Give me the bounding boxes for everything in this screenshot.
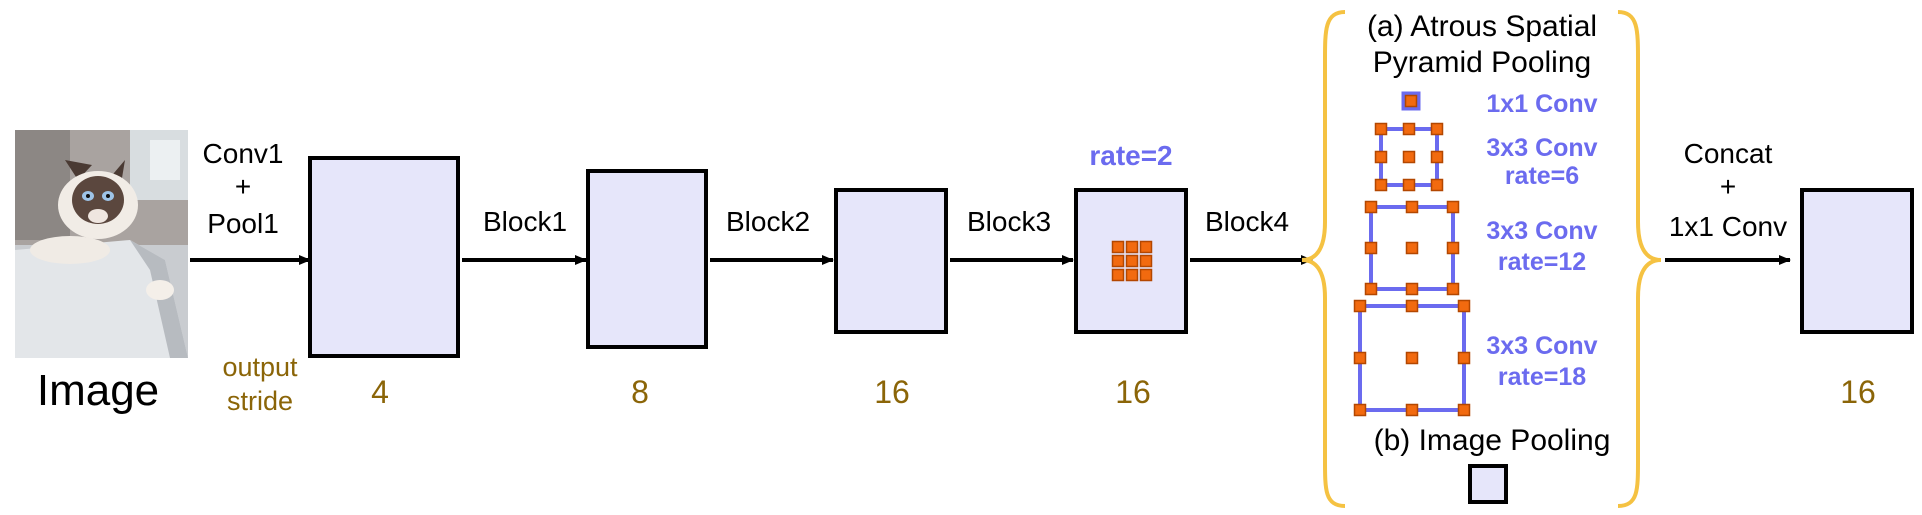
block3-label: Block3 xyxy=(967,206,1051,237)
kernel-tap xyxy=(1405,200,1419,214)
kernel-tap xyxy=(1139,240,1153,254)
stride-value-16-a: 16 xyxy=(874,374,910,410)
kernel-tap xyxy=(1402,178,1416,192)
photo-of-cat-icon xyxy=(15,130,188,358)
aspp-branch-rate18-label-line1: 3x3 Conv xyxy=(1486,332,1597,360)
kernel-tap xyxy=(1364,241,1378,255)
kernel-tap xyxy=(1402,150,1416,164)
stride-value-4: 4 xyxy=(371,374,389,410)
block4-label: Block4 xyxy=(1205,206,1289,237)
aspp-left-brace xyxy=(1301,10,1346,508)
kernel-tap xyxy=(1446,200,1460,214)
conv1-label-line3: Pool1 xyxy=(207,208,279,239)
kernel-tap xyxy=(1405,299,1419,313)
kernel-tap xyxy=(1405,403,1419,417)
kernel-tap xyxy=(1457,299,1471,313)
aspp-branch-rate12-label-line1: 3x3 Conv xyxy=(1486,217,1597,245)
output-feature-map xyxy=(1800,188,1914,334)
block3-rate-label: rate=2 xyxy=(1089,140,1172,171)
concat-label-line1: Concat xyxy=(1684,138,1773,169)
stride-value-16-output: 16 xyxy=(1840,374,1876,410)
concat-label-line3: 1x1 Conv xyxy=(1669,211,1787,242)
kernel-tap xyxy=(1111,254,1125,268)
kernel-tap xyxy=(1430,150,1444,164)
aspp-branch-1x1-label: 1x1 Conv xyxy=(1486,90,1597,118)
kernel-tap xyxy=(1374,150,1388,164)
kernel-tap xyxy=(1353,299,1367,313)
kernel-tap xyxy=(1402,122,1416,136)
kernel-tap xyxy=(1364,282,1378,296)
kernel-tap xyxy=(1405,241,1419,255)
aspp-branch-rate6-label-line1: 3x3 Conv xyxy=(1486,134,1597,162)
block2-label: Block2 xyxy=(726,206,810,237)
kernel-tap xyxy=(1430,178,1444,192)
kernel-tap xyxy=(1111,268,1125,282)
stride-value-8: 8 xyxy=(631,374,649,410)
kernel-tap xyxy=(1404,94,1418,108)
image-pooling-label: (b) Image Pooling xyxy=(1374,424,1611,457)
kernel-tap xyxy=(1353,351,1367,365)
aspp-kernel-3x3-rate-18 xyxy=(1353,299,1471,417)
kernel-tap xyxy=(1125,268,1139,282)
kernel-tap xyxy=(1125,240,1139,254)
kernel-tap xyxy=(1353,403,1367,417)
kernel-tap xyxy=(1446,282,1460,296)
output-stride-label-line1: output xyxy=(222,352,298,382)
atrous-kernel-rate-2 xyxy=(1111,240,1153,282)
kernel-tap xyxy=(1457,403,1471,417)
kernel-tap xyxy=(1405,351,1419,365)
kernel-tap xyxy=(1139,268,1153,282)
kernel-tap xyxy=(1430,122,1444,136)
feature-map-stride-16-a xyxy=(834,188,948,334)
conv1-label-line2: + xyxy=(235,171,251,202)
kernel-tap xyxy=(1446,241,1460,255)
kernel-tap xyxy=(1374,122,1388,136)
aspp-kernel-3x3-rate-6 xyxy=(1374,122,1444,192)
concat-label-line2: + xyxy=(1720,171,1736,202)
feature-map-stride-8 xyxy=(586,169,708,349)
aspp-title-line2: Pyramid Pooling xyxy=(1373,46,1591,79)
kernel-tap xyxy=(1139,254,1153,268)
kernel-tap xyxy=(1374,178,1388,192)
kernel-tap xyxy=(1364,200,1378,214)
aspp-title-line1: (a) Atrous Spatial xyxy=(1367,10,1597,43)
block1-label: Block1 xyxy=(483,206,567,237)
image-label: Image xyxy=(37,366,159,415)
output-stride-label-line2: stride xyxy=(227,386,293,416)
aspp-kernel-3x3-rate-12 xyxy=(1364,200,1460,296)
aspp-branch-rate12-label-line2: rate=12 xyxy=(1498,248,1586,276)
aspp-branch-rate6-label-line2: rate=6 xyxy=(1505,162,1579,190)
aspp-right-brace xyxy=(1617,10,1662,508)
kernel-tap xyxy=(1457,351,1471,365)
feature-map-stride-4 xyxy=(308,156,460,358)
aspp-kernel-1x1 xyxy=(1401,91,1421,111)
kernel-tap xyxy=(1125,254,1139,268)
conv1-label-line1: Conv1 xyxy=(203,138,284,169)
image-pooling-box xyxy=(1468,464,1508,504)
stride-value-16-b: 16 xyxy=(1115,374,1151,410)
aspp-branch-rate18-label-line2: rate=18 xyxy=(1498,363,1586,391)
kernel-tap xyxy=(1111,240,1125,254)
kernel-tap xyxy=(1405,282,1419,296)
